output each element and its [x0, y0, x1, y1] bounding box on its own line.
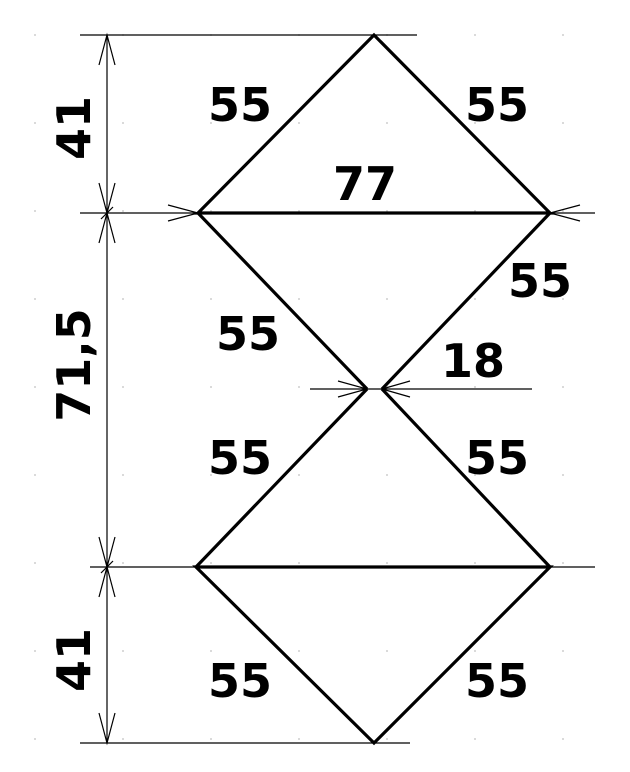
grid-dot	[562, 386, 564, 388]
grid-dot	[210, 298, 212, 300]
grid-dot	[122, 474, 124, 476]
grid-dot	[386, 122, 388, 124]
grid-dot	[562, 738, 564, 740]
grid-dot	[34, 386, 36, 388]
grid-dot	[122, 210, 124, 212]
grid-dot	[210, 562, 212, 564]
grid-dot	[562, 210, 564, 212]
grid-dot	[386, 474, 388, 476]
upper-right-diagonal	[380, 211, 552, 391]
member-labels: 55 55 77 55 55 18 55 55 55 55	[208, 78, 572, 708]
vertical-dimension-line	[98, 32, 116, 746]
lower-left-diagonal-label: 55	[208, 431, 272, 485]
dim-tick-567	[100, 560, 114, 574]
upper-left-diagonal-label: 55	[216, 307, 280, 361]
grid-dot	[34, 210, 36, 212]
grid-dot	[562, 298, 564, 300]
grid-dot	[34, 738, 36, 740]
lower-right-diagonal-label: 55	[465, 431, 529, 485]
horizontal-reference-lines	[80, 34, 595, 744]
grid-dot	[562, 122, 564, 124]
grid-dot	[474, 386, 476, 388]
structure-members	[192, 32, 554, 746]
dim-label-top: 41	[47, 96, 101, 160]
bottom-inverted-triangle	[192, 565, 554, 746]
grid-dot	[34, 34, 36, 36]
grid-dot	[474, 122, 476, 124]
grid-dot	[34, 298, 36, 300]
grid-dot	[210, 650, 212, 652]
grid-dot	[122, 386, 124, 388]
grid-dot	[122, 122, 124, 124]
grid-dot	[298, 122, 300, 124]
upper-right-diagonal-label: 55	[508, 254, 572, 308]
grid-dot	[562, 562, 564, 564]
grid-dot	[474, 562, 476, 564]
grid-dot	[210, 122, 212, 124]
bottom-left-side-label: 55	[208, 654, 272, 708]
grid-dot	[122, 738, 124, 740]
grid-dot	[562, 474, 564, 476]
dim-arrow-top	[98, 32, 116, 66]
grid-dot	[34, 650, 36, 652]
grid-dot	[298, 474, 300, 476]
top-left-side-label: 55	[208, 78, 272, 132]
grid-dot	[386, 298, 388, 300]
grid-dot	[34, 562, 36, 564]
grid-dot	[298, 650, 300, 652]
grid-dot	[474, 738, 476, 740]
grid-dot	[562, 34, 564, 36]
grid-dot	[474, 298, 476, 300]
grid-dot	[298, 738, 300, 740]
dim-label-bottom: 41	[47, 628, 101, 692]
grid-dot	[474, 650, 476, 652]
grid-dot	[34, 122, 36, 124]
grid-dot	[386, 738, 388, 740]
dim-arrow-bottom	[98, 712, 116, 746]
grid-dot	[34, 474, 36, 476]
lower-right-diagonal	[380, 387, 552, 569]
grid-dot	[122, 298, 124, 300]
vertical-dimension-labels: 41 71,5 41	[47, 96, 101, 692]
grid-dot	[386, 650, 388, 652]
grid-dot	[298, 298, 300, 300]
grid-dot	[122, 562, 124, 564]
grid-dot	[474, 34, 476, 36]
grid-dot	[386, 562, 388, 564]
top-base-label: 77	[333, 157, 397, 211]
lower-left-diagonal	[194, 387, 369, 569]
grid-dot	[210, 386, 212, 388]
grid-dot	[210, 474, 212, 476]
grid-dot	[298, 562, 300, 564]
gap-label: 18	[441, 334, 505, 388]
grid-dot	[562, 650, 564, 652]
grid-dot	[474, 474, 476, 476]
bottom-right-side-label: 55	[465, 654, 529, 708]
top-triangle	[194, 32, 554, 215]
grid-dot	[122, 650, 124, 652]
dim-label-middle: 71,5	[47, 308, 101, 422]
grid-dot	[210, 738, 212, 740]
upper-left-diagonal	[196, 211, 369, 391]
dim-tick-213	[100, 206, 114, 220]
top-right-side-label: 55	[465, 78, 529, 132]
grid-dot	[298, 386, 300, 388]
